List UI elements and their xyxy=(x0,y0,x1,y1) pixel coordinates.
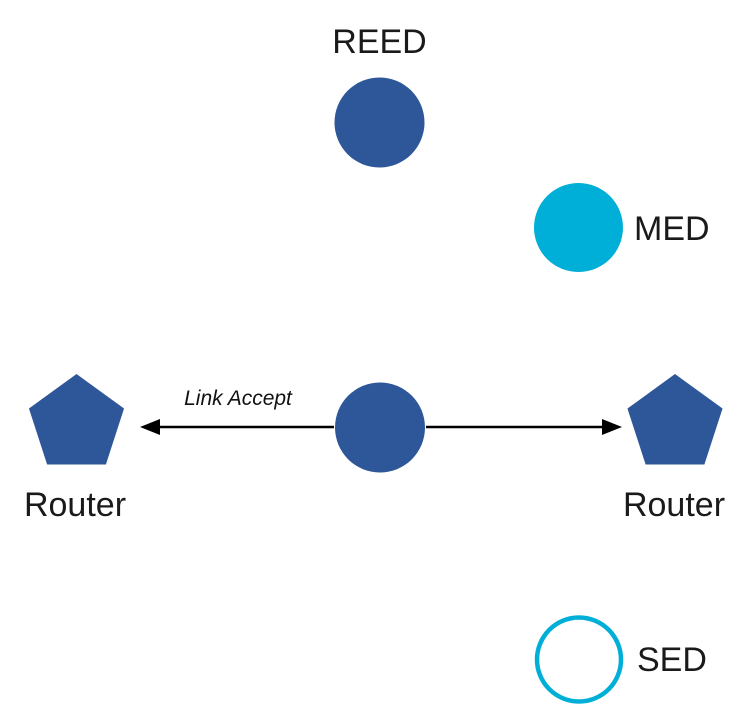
arrowhead-left-icon xyxy=(140,419,160,435)
med-circle-icon xyxy=(534,183,623,272)
center-circle-icon xyxy=(335,382,425,473)
edge-label-link-accept: Link Accept xyxy=(184,387,293,410)
arrowhead-right-icon xyxy=(602,419,622,435)
node-center[interactable] xyxy=(335,382,425,473)
edge-center-to-router-left[interactable]: Link Accept xyxy=(140,387,334,435)
node-label-reed: REED xyxy=(332,23,426,61)
node-label-router-right: Router xyxy=(623,486,725,524)
sed-circle-icon xyxy=(534,615,624,704)
node-reed[interactable]: REED xyxy=(332,23,427,168)
reed-circle-icon xyxy=(334,77,425,168)
edge-center-to-router-right[interactable] xyxy=(426,419,622,435)
node-router-right[interactable]: Router xyxy=(623,374,725,524)
node-sed[interactable]: SED xyxy=(534,615,707,704)
node-label-router-left: Router xyxy=(24,486,126,524)
node-med[interactable]: MED xyxy=(534,183,710,272)
router-right-pentagon-icon xyxy=(627,374,723,465)
node-label-med: MED xyxy=(634,210,710,248)
router-left-pentagon-icon xyxy=(28,374,125,465)
node-label-sed: SED xyxy=(637,641,707,679)
node-router-left[interactable]: Router xyxy=(24,374,126,524)
